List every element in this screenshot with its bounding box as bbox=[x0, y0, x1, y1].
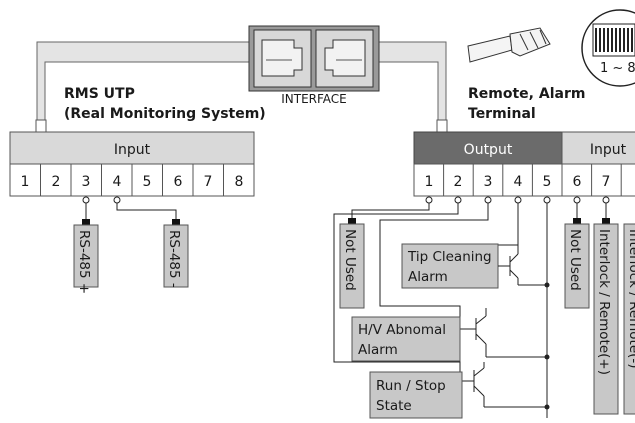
right-pin-4: 4 bbox=[514, 174, 523, 190]
hv-abnormal-alarm-box: H/V Abnomal Alarm bbox=[351, 316, 461, 362]
run-line2: State bbox=[376, 398, 412, 414]
left-input-terminal: Input 1 2 3 4 5 6 7 8 bbox=[9, 131, 255, 197]
interlock-plus-label: Interlock / Remote(+) bbox=[596, 229, 612, 375]
remote-title-line1: Remote, Alarm bbox=[468, 86, 585, 102]
right-pin-2: 2 bbox=[454, 174, 463, 190]
connector-zoom-circle: 1 ~ 8 bbox=[581, 9, 635, 87]
remote-title-line2: Terminal bbox=[468, 106, 536, 122]
hv-transistor-icon bbox=[466, 308, 547, 358]
interface-label: INTERFACE bbox=[281, 92, 347, 106]
interface-connector: INTERFACE bbox=[248, 25, 380, 106]
right-pin-6: 6 bbox=[573, 174, 582, 190]
rs485-minus-box: RS-485 - bbox=[163, 224, 189, 288]
rms-title-line1: RMS UTP bbox=[64, 86, 135, 102]
left-pin-3: 3 bbox=[82, 174, 91, 190]
not-used-label-1: Not Used bbox=[342, 229, 358, 291]
right-pin-7: 7 bbox=[602, 174, 611, 190]
tip-cleaning-line2: Alarm bbox=[408, 269, 448, 285]
rj45-plug-icon bbox=[467, 27, 551, 63]
rs485-plus-label: RS-485 + bbox=[76, 230, 92, 294]
run-transistor-icon bbox=[466, 362, 547, 408]
connector-range-label: 1 ~ 8 bbox=[600, 61, 635, 76]
interlock-remote-minus-box: Interlock / Remote(-) bbox=[623, 223, 635, 415]
not-used-label-2: Not Used bbox=[567, 229, 583, 291]
left-pin-1: 1 bbox=[21, 174, 30, 190]
rms-title-line2: (Real Monitoring System) bbox=[64, 106, 266, 122]
left-input-header: Input bbox=[114, 142, 151, 158]
tip-cleaning-alarm-box: Tip Cleaning Alarm bbox=[401, 243, 499, 289]
left-pin-8: 8 bbox=[235, 174, 244, 190]
right-pin-5: 5 bbox=[543, 174, 552, 190]
tip-cleaning-line1: Tip Cleaning bbox=[407, 249, 492, 265]
not-used-box-2: Not Used bbox=[564, 223, 590, 309]
rs485-plus-box: RS-485 + bbox=[73, 224, 99, 294]
right-terminal-block: Output Input 1 2 3 4 5 6 7 bbox=[413, 131, 635, 197]
run-line1: Run / Stop bbox=[376, 378, 446, 394]
left-pin-6: 6 bbox=[174, 174, 183, 190]
left-pin-5: 5 bbox=[143, 174, 152, 190]
left-pin-2: 2 bbox=[52, 174, 61, 190]
interlock-remote-plus-box: Interlock / Remote(+) bbox=[593, 223, 619, 415]
right-pin-1: 1 bbox=[425, 174, 434, 190]
run-stop-state-box: Run / Stop State bbox=[369, 371, 463, 419]
not-used-box-1: Not Used bbox=[339, 223, 365, 309]
hv-line1: H/V Abnomal bbox=[358, 322, 446, 338]
right-cable bbox=[374, 41, 447, 126]
hv-line2: Alarm bbox=[358, 342, 398, 358]
interlock-minus-label: Interlock / Remote(-) bbox=[626, 229, 635, 369]
output-header: Output bbox=[464, 142, 513, 158]
right-pin-3: 3 bbox=[484, 174, 493, 190]
right-input-header: Input bbox=[590, 142, 627, 158]
left-pin-7: 7 bbox=[204, 174, 213, 190]
tip-transistor-icon bbox=[498, 245, 547, 286]
rs485-minus-label: RS-485 - bbox=[166, 230, 182, 288]
left-pin-4: 4 bbox=[113, 174, 122, 190]
